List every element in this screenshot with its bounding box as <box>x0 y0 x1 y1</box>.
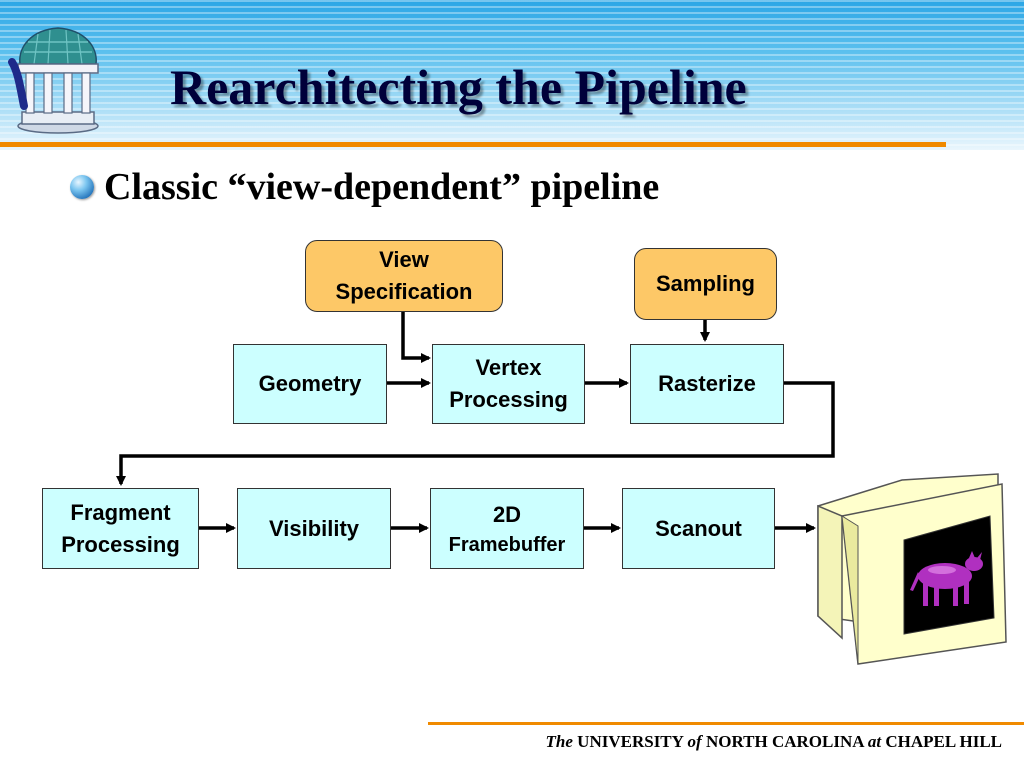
crt-monitor-icon <box>817 473 1007 665</box>
visibility-node: Visibility <box>237 488 391 569</box>
fragment-line2: Processing <box>61 531 180 557</box>
visibility-label: Visibility <box>268 515 360 541</box>
footer-institution: The UNIVERSITY of NORTH CAROLINA at CHAP… <box>546 732 1002 752</box>
scanout-node: Scanout <box>622 488 775 569</box>
framebuffer-line2: Framebuffer <box>448 533 566 556</box>
rasterize-to-fragment-arrow <box>116 381 835 486</box>
vertex-line1: Vertex <box>475 355 542 380</box>
footer-state: NORTH CAROLINA <box>705 732 864 751</box>
footer-divider <box>428 722 1024 725</box>
view-specification-node: View Specification <box>305 240 503 312</box>
vertex-line2: Processing <box>449 387 568 412</box>
bullet-item: Classic “view-dependent” pipeline <box>70 162 659 212</box>
scanout-label: Scanout <box>655 515 742 541</box>
footer-of: of <box>687 732 702 751</box>
slide-title: Rearchitecting the Pipeline <box>170 59 747 115</box>
sampling-label: Sampling <box>655 271 755 296</box>
header-background <box>0 0 1024 150</box>
view-specification-line1: View <box>379 247 429 272</box>
sampling-node: Sampling <box>634 248 777 320</box>
framebuffer-line1: 2D <box>492 501 522 527</box>
footer-university: UNIVERSITY <box>577 732 684 751</box>
footer-the: The <box>545 732 573 751</box>
rasterize-label: Rasterize <box>658 371 756 396</box>
vertex-processing-node: Vertex Processing <box>432 344 585 424</box>
view-specification-line2: Specification <box>335 279 473 304</box>
blue-orb-icon <box>70 175 94 199</box>
title-divider <box>0 142 946 147</box>
rasterize-node: Rasterize <box>630 344 784 424</box>
bullet-text: Classic “view-dependent” pipeline <box>104 166 660 208</box>
view-to-vertex-arrow <box>401 312 431 363</box>
framebuffer-node: 2D Framebuffer <box>430 488 584 569</box>
footer-city: CHAPEL HILL <box>885 732 1002 751</box>
old-well-icon <box>8 27 99 134</box>
fragment-processing-node: Fragment Processing <box>42 488 199 569</box>
geometry-node: Geometry <box>233 344 387 424</box>
cow-icon <box>910 551 983 606</box>
footer-at: at <box>867 732 882 751</box>
fragment-line1: Fragment <box>70 499 171 525</box>
geometry-label: Geometry <box>258 371 362 396</box>
